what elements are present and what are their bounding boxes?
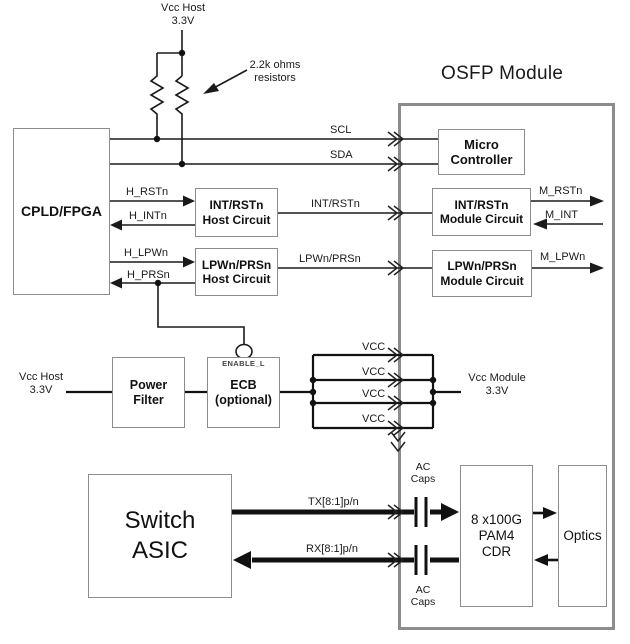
power-filter-block: Power Filter — [112, 357, 185, 428]
h-rstn-arrowhead — [183, 195, 195, 207]
junction-dot — [154, 279, 162, 287]
vcc-signal-label-3: VCC — [362, 388, 386, 400]
m-int-arrowhead — [533, 218, 547, 230]
optics-to-cdr-arrowhead — [534, 554, 548, 566]
rx-ac-cap-plate — [414, 545, 418, 575]
osfp-module-title: OSFP Module — [441, 63, 564, 84]
switch-asic-block: Switch ASIC — [88, 474, 232, 598]
rx-signal-label: RX[8:1]p/n — [306, 543, 358, 555]
rx-ac-cap-plate — [424, 545, 428, 575]
ac-caps-top-label: AC Caps — [410, 461, 436, 486]
m-rstn-arrowhead — [590, 195, 604, 207]
junction-dot — [309, 376, 317, 384]
int-rstn-host-circuit-block: INT/RSTn Host Circuit — [195, 188, 278, 237]
int-rstn-signal-label: INT/RSTn — [311, 198, 360, 210]
tx-ac-cap-plate — [414, 497, 418, 527]
junction-dot — [309, 388, 317, 396]
h-prsn-signal-label: H_PRSn — [127, 269, 170, 281]
resistor-note-label: 2.2k ohms resistors — [249, 59, 301, 84]
boundary-chevron-sda — [387, 156, 405, 172]
junction-dot — [178, 160, 186, 168]
cdr-block: 8 x100G PAM4 CDR — [460, 465, 533, 607]
optics-block: Optics — [558, 465, 607, 607]
boundary-chevron-tx — [387, 504, 405, 520]
junction-dot — [309, 399, 317, 407]
h-intn-signal-label: H_INTn — [129, 210, 167, 222]
vcc-module-label: Vcc Module 3.3V — [468, 372, 526, 397]
boundary-chevron-rx — [387, 552, 405, 568]
tx-arrowhead — [441, 503, 459, 521]
vcc-signal-label-1: VCC — [362, 341, 386, 353]
h-lpwn-arrowhead — [183, 256, 195, 268]
vcc-signal-label-4: VCC — [362, 413, 386, 425]
enable-wire — [157, 283, 245, 344]
boundary-chevron-vertical — [390, 431, 406, 453]
tx-ac-cap-plate — [424, 497, 428, 527]
vcc-host-top-label: Vcc Host 3.3V — [160, 2, 206, 27]
h-rstn-signal-label: H_RSTn — [126, 186, 169, 198]
ac-caps-bottom-label: AC Caps — [410, 584, 436, 609]
boundary-chevron-vcc1 — [387, 347, 405, 363]
junction-dot — [429, 376, 437, 384]
scl-signal-label: SCL — [330, 124, 352, 136]
cpld-fpga-block: CPLD/FPGA — [13, 128, 110, 295]
boundary-chevron-int-rstn — [387, 205, 405, 221]
h-prsn-arrowhead — [110, 277, 122, 289]
junction-dot — [429, 399, 437, 407]
m-lpwn-arrowhead — [590, 262, 604, 274]
resistor-note-arrowhead — [203, 83, 219, 94]
m-int-signal-label: M_INT — [545, 209, 578, 221]
junction-dot — [178, 49, 186, 57]
boundary-chevron-scl — [387, 131, 405, 147]
ecb-block: ENABLE_L ECB (optional) — [207, 357, 280, 428]
lpwn-prsn-host-circuit-block: LPWn/PRSn Host Circuit — [195, 248, 278, 296]
rx-arrowhead — [233, 551, 251, 569]
sda-signal-label: SDA — [330, 149, 353, 161]
vcc-signal-label-2: VCC — [362, 366, 386, 378]
int-rstn-module-circuit-block: INT/RSTn Module Circuit — [432, 188, 531, 236]
ecb-block-label: ECB (optional) — [215, 377, 272, 407]
lpwn-prsn-module-circuit-block: LPWn/PRSn Module Circuit — [432, 250, 532, 297]
m-lpwn-signal-label: M_LPWn — [540, 251, 586, 263]
boundary-chevron-vcc3 — [387, 395, 405, 411]
lpwn-prsn-signal-label: LPWn/PRSn — [299, 253, 361, 265]
vcc-host-left-label: Vcc Host 3.3V — [18, 371, 64, 396]
osfp-module-outline — [398, 103, 615, 630]
m-rstn-signal-label: M_RSTn — [539, 185, 583, 197]
enable-l-label: ENABLE_L — [222, 359, 265, 368]
tx-signal-label: TX[8:1]p/n — [308, 496, 359, 508]
micro-controller-block: Micro Controller — [438, 129, 525, 175]
resistor-left — [149, 53, 165, 139]
h-intn-arrowhead — [110, 219, 122, 231]
h-lpwn-signal-label: H_LPWn — [124, 247, 169, 259]
cdr-to-optics-arrowhead — [543, 507, 557, 519]
boundary-chevron-vcc2 — [387, 372, 405, 388]
resistor-right — [174, 75, 190, 164]
junction-dot — [429, 388, 437, 396]
junction-dot — [153, 135, 161, 143]
boundary-chevron-lpwn-prsn — [387, 260, 405, 276]
